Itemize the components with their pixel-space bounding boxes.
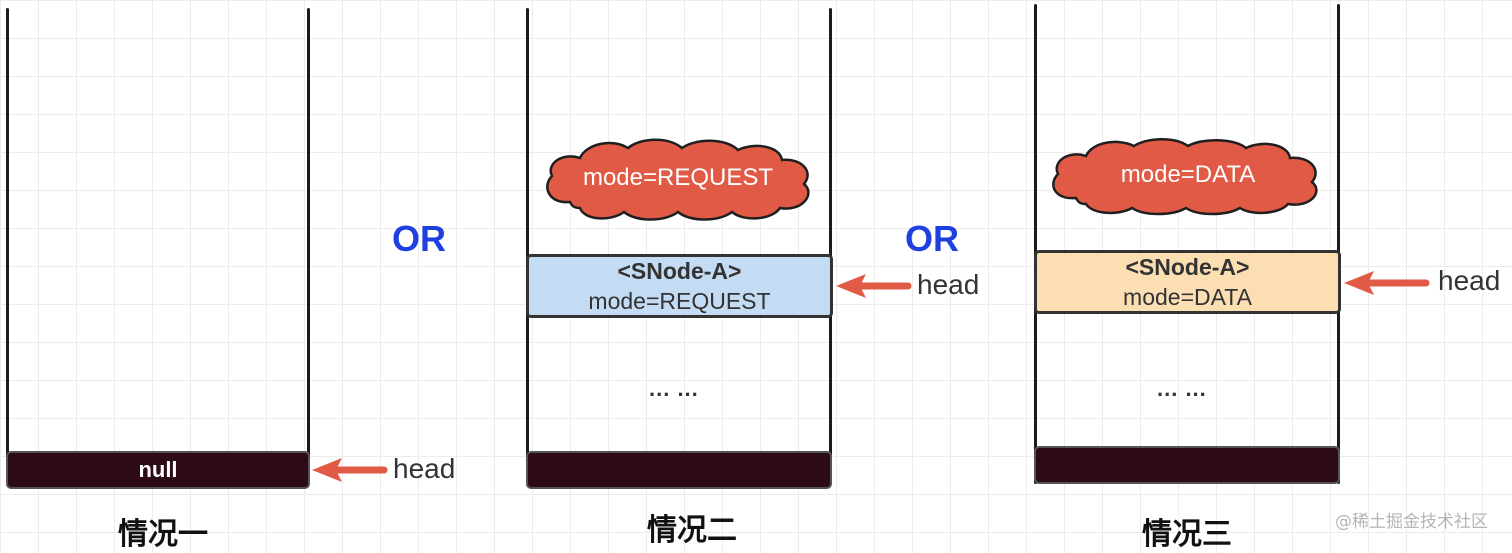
stack-3-head-label: head (1438, 265, 1501, 296)
stack-1-right-wall (307, 8, 310, 470)
stack-1-left-wall (6, 8, 9, 470)
stack-2-left-wall (526, 8, 529, 470)
stack-3-snode-mode: mode=DATA (1123, 284, 1252, 310)
stack-3-cloud-label: mode=DATA (1120, 161, 1256, 188)
stack-3-head-arrow-icon (1344, 271, 1430, 295)
stack-1-caption: 情况一 (118, 517, 208, 552)
stack-2-snode-mode: mode=REQUEST (588, 288, 771, 314)
stack-1-base: null (6, 451, 310, 489)
stack-2-base (526, 451, 832, 489)
stack-2-ellipsis: ... ... (649, 376, 699, 401)
stack-3-snode-title: <SNode-A> (1125, 254, 1250, 280)
stack-2-head-label: head (917, 269, 980, 300)
or-label-2: OR (905, 218, 959, 259)
stack-3-snode: <SNode-A> mode=DATA (1034, 250, 1341, 314)
stack-3-caption: 情况三 (1142, 517, 1232, 552)
stack-2-snode-title: <SNode-A> (617, 258, 742, 284)
stack-3-base (1034, 446, 1340, 484)
stack-2-caption: 情况二 (647, 513, 737, 548)
stack-3-left-wall (1034, 4, 1037, 484)
watermark: @稀土掘金技术社区 (1335, 512, 1488, 532)
stack-1-head-arrow-icon (312, 458, 388, 482)
stack-1-head-label: head (393, 453, 456, 484)
stack-3-cloud-shape (1052, 138, 1318, 216)
stack-2-cloud-shape (546, 138, 810, 221)
null-label: null (138, 457, 178, 482)
stack-2-cloud-label: mode=REQUEST (582, 164, 774, 191)
stack-2-head-arrow-icon (836, 274, 912, 298)
stack-3-right-wall (1337, 4, 1340, 484)
stack-3-ellipsis: ... ... (1157, 376, 1207, 401)
stack-2-snode: <SNode-A> mode=REQUEST (526, 254, 833, 318)
stack-2-right-wall (829, 8, 832, 470)
or-label-1: OR (392, 218, 446, 259)
